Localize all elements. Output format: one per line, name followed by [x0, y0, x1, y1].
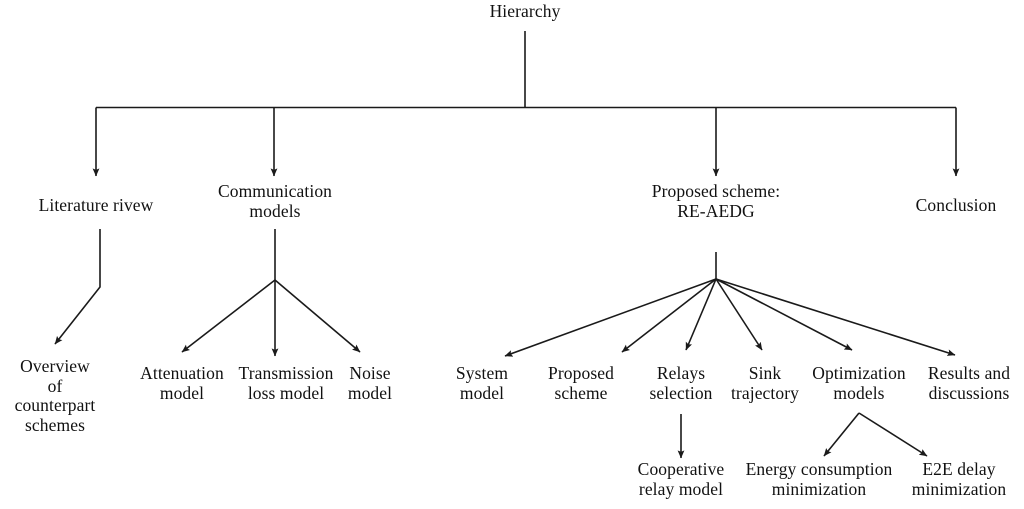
node-overview-of-counterpart-schemes: Overview of counterpart schemes	[14, 356, 96, 435]
node-conclusion: Conclusion	[915, 195, 997, 215]
node-noise-model: Noise model	[347, 363, 393, 403]
node-energy-consumption-minimization: Energy consumption minimization	[745, 459, 893, 499]
edge-to-energy-consumption-minimization	[823, 412, 860, 457]
node-e2e-delay-minimization: E2E delay minimization	[911, 459, 1007, 499]
node-communication-models: Communication models	[217, 181, 333, 221]
edge-to-optimization-models	[715, 278, 853, 351]
edge-to-system-model	[504, 278, 717, 357]
node-optimization-models: Optimization models	[812, 363, 906, 403]
node-literature-rivew: Literature rivew	[38, 195, 154, 215]
node-proposed-scheme: Proposed scheme	[548, 363, 614, 403]
edge-to-results-and-discussions	[715, 278, 956, 356]
edge-to-proposed-scheme	[621, 278, 717, 353]
node-results-and-discussions: Results and discussions	[927, 363, 1011, 403]
node-transmission-loss-model: Transmission loss model	[238, 363, 334, 403]
edge-to-sink-trajectory	[715, 278, 763, 351]
node-system-model: System model	[455, 363, 509, 403]
node-proposed-scheme-re-aedg: Proposed scheme: RE-AEDG	[651, 181, 781, 221]
edge-to-attenuation-model	[181, 279, 276, 353]
node-cooperative-relay-model: Cooperative relay model	[637, 459, 725, 499]
edge-to-relays-selection	[685, 278, 717, 351]
edge-to-overview-of-counterpart-schemes	[54, 229, 101, 345]
node-attenuation-model: Attenuation model	[140, 363, 224, 403]
edge-to-noise-model	[274, 279, 361, 353]
node-hierarchy: Hierarchy	[489, 1, 561, 21]
node-sink-trajectory: Sink trajectory	[730, 363, 800, 403]
edge-to-e2e-delay-minimization	[858, 412, 928, 457]
node-relays-selection: Relays selection	[649, 363, 713, 403]
